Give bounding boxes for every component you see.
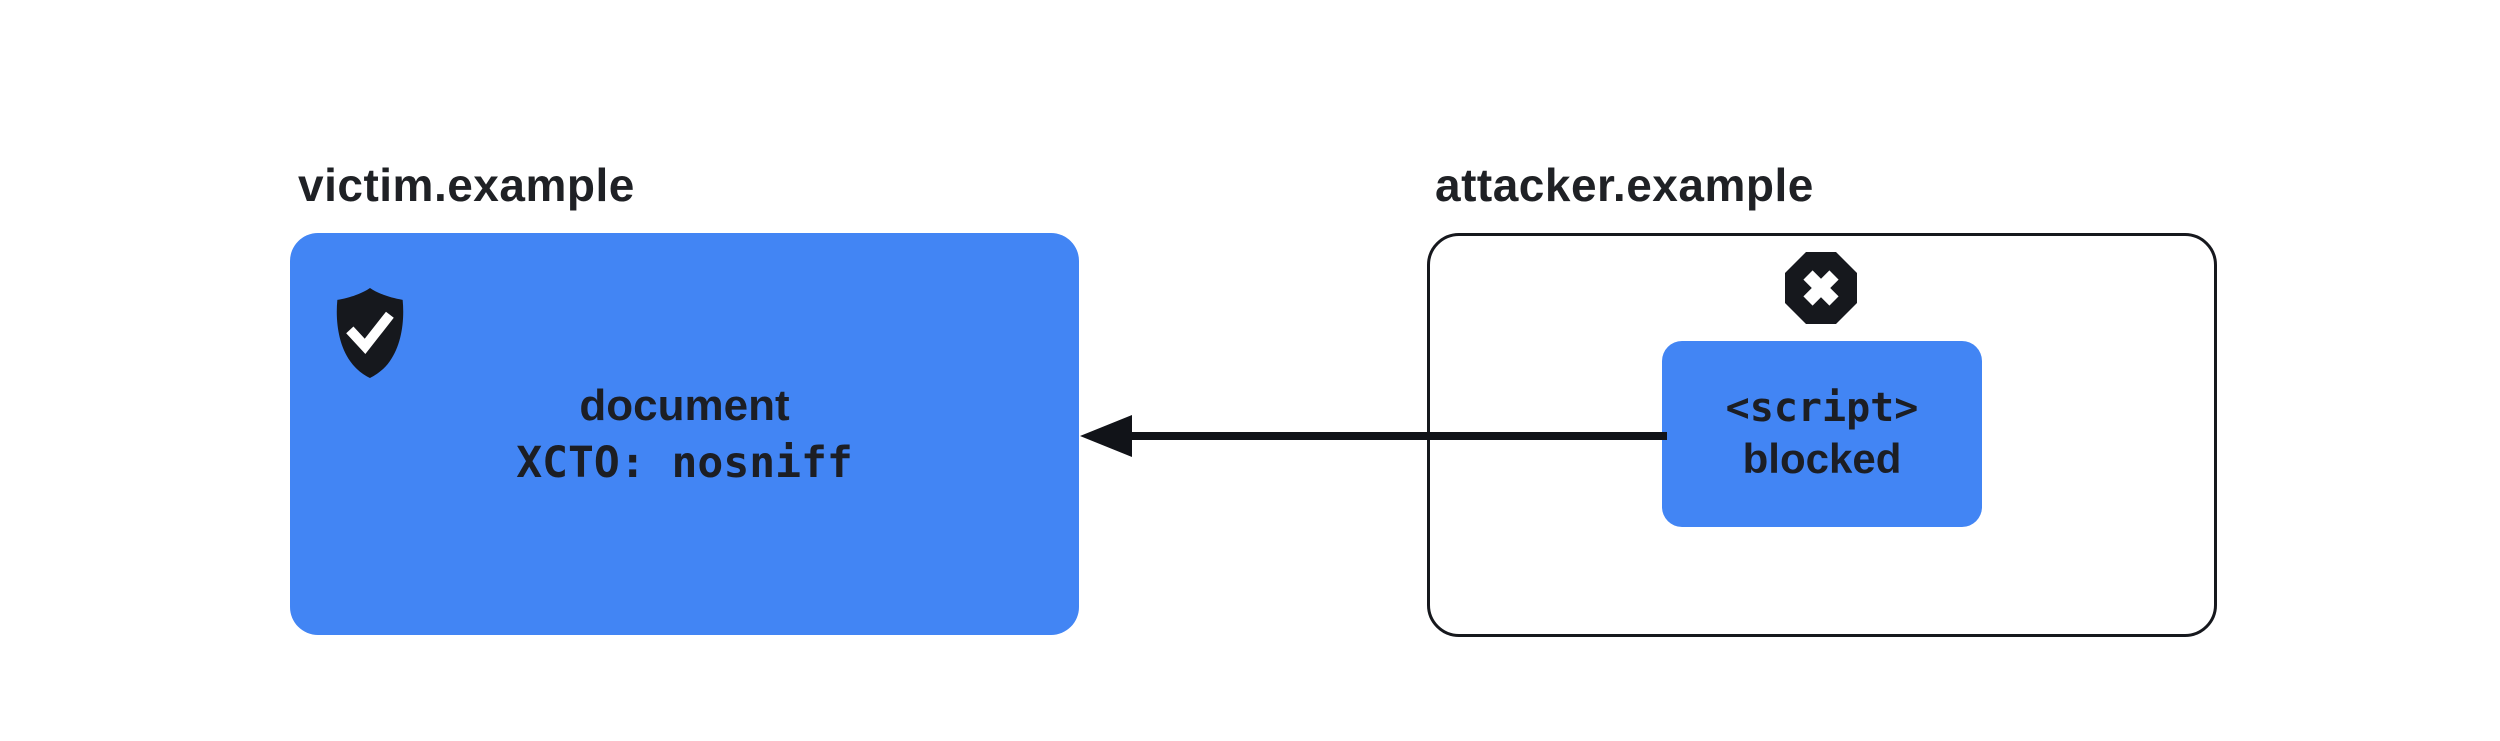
script-card-line-blocked: blocked: [1742, 435, 1902, 482]
victim-document-card: document XCTO: nosniff: [290, 233, 1079, 635]
blocked-x-octagon-icon: [1785, 252, 1857, 324]
shield-check-icon: [336, 287, 404, 379]
attacker-origin-card: <script> blocked: [1427, 233, 2217, 637]
blocked-script-card: <script> blocked: [1662, 341, 1982, 527]
victim-origin-label: victim.example: [298, 159, 635, 211]
victim-card-line-document: document: [579, 380, 790, 430]
script-card-line-script-tag: <script>: [1725, 385, 1919, 431]
attacker-origin-label: attacker.example: [1435, 159, 1814, 211]
blocked-request-arrow: [1080, 415, 1667, 457]
victim-card-line-xcto-nosniff: XCTO: nosniff: [516, 437, 853, 488]
